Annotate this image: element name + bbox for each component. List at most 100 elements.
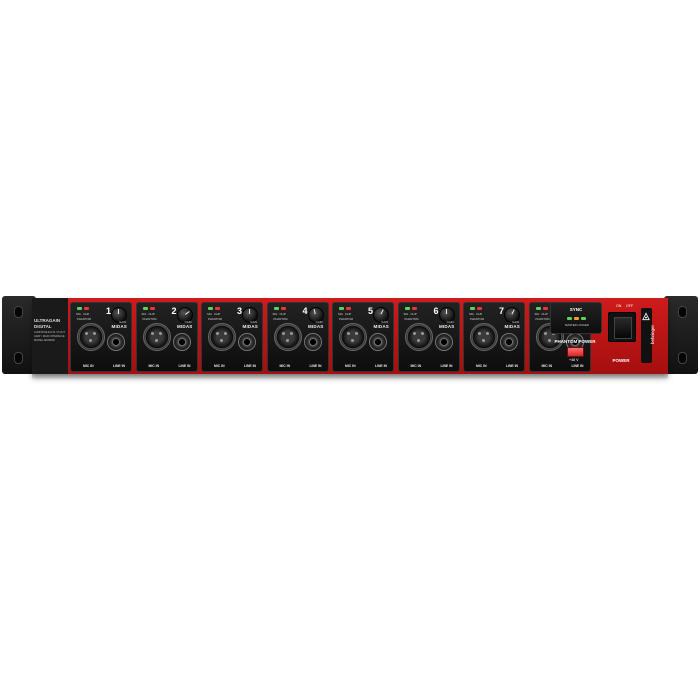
signal-label: SIG (469, 312, 474, 316)
xlr-pin (478, 332, 481, 335)
clip-label: CLIP (83, 312, 90, 316)
xlr-pin (220, 339, 223, 342)
line-input-jack[interactable] (500, 333, 518, 351)
sync-panel: SYNC MASTER LOCKED (550, 302, 602, 334)
signal-led (208, 307, 213, 310)
xlr-mic-input[interactable] (273, 323, 302, 351)
channel-number: 4 (302, 306, 308, 316)
line-input-jack[interactable] (238, 333, 256, 351)
midas-logo: MIDAS (373, 324, 389, 329)
gain-knob[interactable] (307, 307, 324, 323)
mic-in-label: MIC IN (214, 364, 225, 368)
xlr-pin (85, 332, 88, 335)
signal-led (470, 307, 475, 310)
channel-number: 6 (433, 306, 439, 316)
gain-knob[interactable] (242, 307, 258, 323)
midas-logo: MIDAS (242, 324, 258, 329)
xlr-mic-input[interactable] (142, 323, 171, 351)
line-in-label: LINE IN (243, 364, 256, 368)
line-in-label: LINE IN (505, 364, 518, 368)
line-in-label: LINE IN (571, 364, 584, 368)
rack-shadow (32, 374, 668, 380)
rack-unit: ULTRAGAIN DIGITAL AUDIOPHILE 8 IN / 8 OU… (2, 296, 698, 380)
signal-led (142, 307, 148, 310)
xlr-pin (355, 332, 358, 335)
signal-label: SIG (272, 312, 278, 316)
gain-knob[interactable] (111, 307, 127, 323)
xlr-pin (285, 339, 289, 342)
xlr-mic-input[interactable] (339, 323, 367, 351)
knob-indicator (184, 311, 190, 315)
power-switch[interactable] (614, 317, 632, 339)
line-in-label: LINE IN (440, 364, 453, 368)
xlr-pin (216, 332, 219, 335)
signal-led (535, 307, 541, 310)
gain-knob[interactable] (373, 307, 389, 323)
phantom-power-title: PHANTOM POWER (554, 339, 596, 344)
clip-led (477, 307, 482, 310)
rack-screw-hole (678, 352, 687, 364)
sync-led-green (581, 317, 586, 320)
line-in-label: LINE IN (112, 364, 125, 368)
xlr-pin (224, 332, 227, 335)
clip-led (280, 307, 286, 310)
xlr-mic-input[interactable] (404, 323, 433, 351)
line-input-jack[interactable] (303, 333, 322, 351)
rack-screw-hole (14, 352, 23, 364)
xlr-pin (482, 339, 485, 342)
signal-led (339, 307, 344, 310)
line-input-jack[interactable] (172, 333, 191, 351)
phantom-label: PHANTOM (535, 317, 550, 321)
sync-title: SYNC (569, 307, 583, 312)
phantom-power-button[interactable] (567, 347, 584, 357)
power-off-label: OFF (626, 304, 634, 308)
xlr-pin (158, 332, 162, 335)
signal-label: SIG (76, 312, 81, 316)
gain-label: GAIN (446, 320, 454, 324)
signal-label: SIG (534, 312, 540, 316)
gain-knob[interactable] (504, 307, 520, 323)
power-on-label: ON (616, 304, 622, 308)
clip-led (542, 307, 548, 310)
knob-indicator (118, 309, 119, 314)
knob-indicator (445, 309, 447, 314)
knob-indicator (313, 309, 316, 315)
xlr-pin (281, 332, 285, 335)
xlr-mic-input[interactable] (77, 323, 105, 351)
knob-indicator (380, 309, 384, 315)
phantom-label: PHANTOM (273, 317, 288, 321)
clip-led (215, 307, 220, 310)
phantom-label: PHANTOM (77, 317, 91, 321)
signal-label: SIG (403, 312, 409, 316)
gain-knob[interactable] (176, 307, 193, 323)
clip-led (149, 307, 155, 310)
behringer-badge: behringer (641, 308, 655, 363)
channel-number: 2 (171, 306, 177, 316)
sync-led-amber (574, 317, 579, 320)
clip-label: CLIP (279, 312, 286, 316)
line-input-jack[interactable] (369, 333, 387, 351)
rack-screw-hole (678, 306, 687, 318)
line-input-jack[interactable] (434, 333, 453, 351)
mic-in-label: MIC IN (345, 364, 356, 368)
clip-label: CLIP (345, 312, 352, 316)
sync-led-green (567, 317, 572, 320)
product-name-line2: DIGITAL (34, 324, 52, 329)
channel-4: SIG CLIP PHANTOM 4 GAIN MIDAS MIC IN LIN… (266, 302, 329, 372)
gain-knob[interactable] (438, 307, 455, 323)
channel-number: 5 (367, 306, 373, 316)
phantom-label: PHANTOM (404, 317, 419, 321)
clip-led (346, 307, 351, 310)
gain-label: GAIN (119, 320, 126, 324)
xlr-mic-input[interactable] (470, 323, 498, 351)
channel-1: SIG CLIP PHANTOM 1 GAIN MIDAS MIC IN LIN… (70, 302, 132, 372)
mic-in-label: MIC IN (476, 364, 487, 368)
xlr-pin (486, 332, 489, 335)
channel-2: SIG CLIP PHANTOM 2 GAIN MIDAS MIC IN LIN… (135, 302, 198, 372)
signal-led (77, 307, 82, 310)
line-input-jack[interactable] (107, 333, 125, 351)
phantom-label: PHANTOM (339, 317, 353, 321)
xlr-mic-input[interactable] (208, 323, 236, 351)
mic-in-label: MIC IN (410, 364, 422, 368)
product-model: MODEL ADA8000 (34, 339, 55, 342)
